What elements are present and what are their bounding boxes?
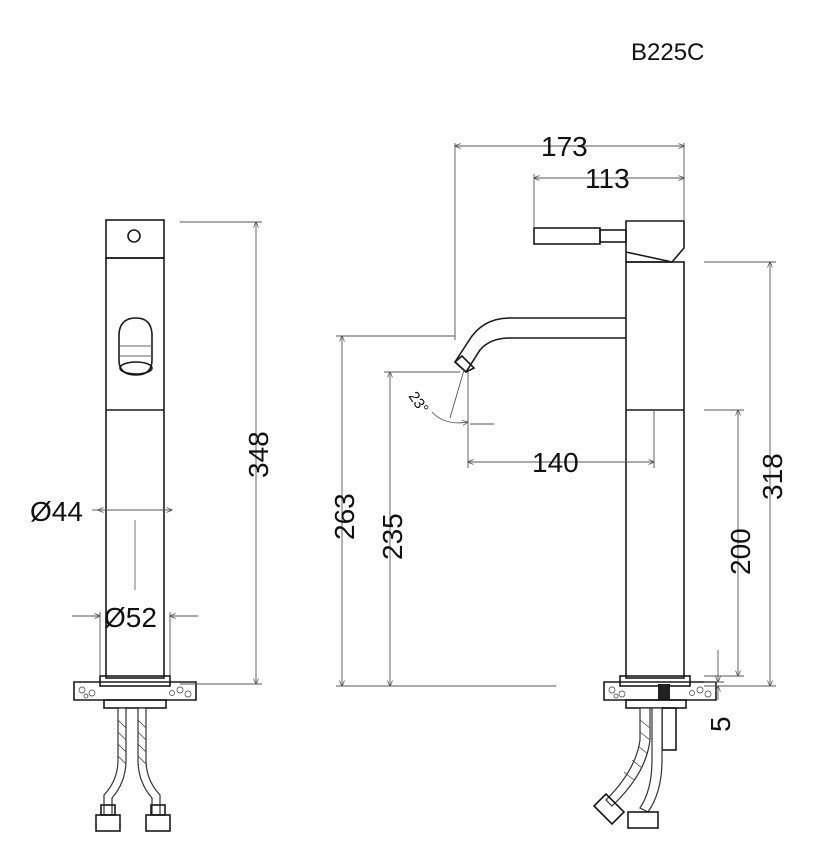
dim-total-height: 348 — [243, 431, 274, 478]
dim-lever-length: 113 — [585, 163, 630, 194]
dim-spout-height: 263 — [329, 493, 360, 540]
dim-body-diameter: Ø44 — [30, 496, 83, 527]
dim-outlet-height: 235 — [377, 513, 408, 560]
front-dimensions — [72, 222, 262, 684]
front-view — [73, 219, 197, 832]
side-dimensions — [336, 143, 776, 700]
dim-total-width: 173 — [541, 131, 588, 162]
side-view — [453, 220, 717, 829]
dim-base-thickness: 5 — [705, 716, 736, 732]
model-label: B225C — [631, 39, 704, 66]
dim-base-diameter: Ø52 — [104, 602, 157, 633]
dim-spout-angle: 23° — [405, 389, 432, 417]
dim-body-height: 318 — [757, 453, 788, 500]
dim-lower-body: 200 — [725, 528, 756, 575]
dim-spout-reach: 140 — [532, 447, 579, 478]
